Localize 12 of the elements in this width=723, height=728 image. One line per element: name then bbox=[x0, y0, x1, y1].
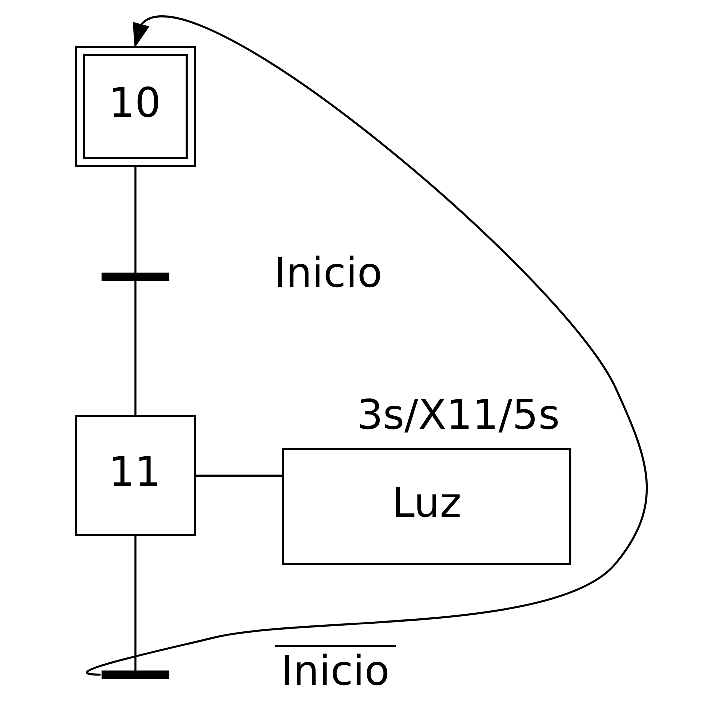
connector bbox=[194, 474, 283, 477]
connector bbox=[134, 166, 136, 274]
node-bar bbox=[101, 670, 170, 679]
node-label: 3s/X11/5s bbox=[356, 390, 560, 439]
node-box: Luz bbox=[282, 448, 572, 566]
node-box: 11 bbox=[74, 415, 196, 536]
node-box: 10 bbox=[74, 46, 196, 168]
node-bar bbox=[101, 272, 170, 282]
node-label: Inicio bbox=[274, 249, 382, 298]
connector bbox=[134, 536, 136, 672]
node-label: Inicio bbox=[280, 647, 390, 696]
connector bbox=[134, 280, 136, 416]
